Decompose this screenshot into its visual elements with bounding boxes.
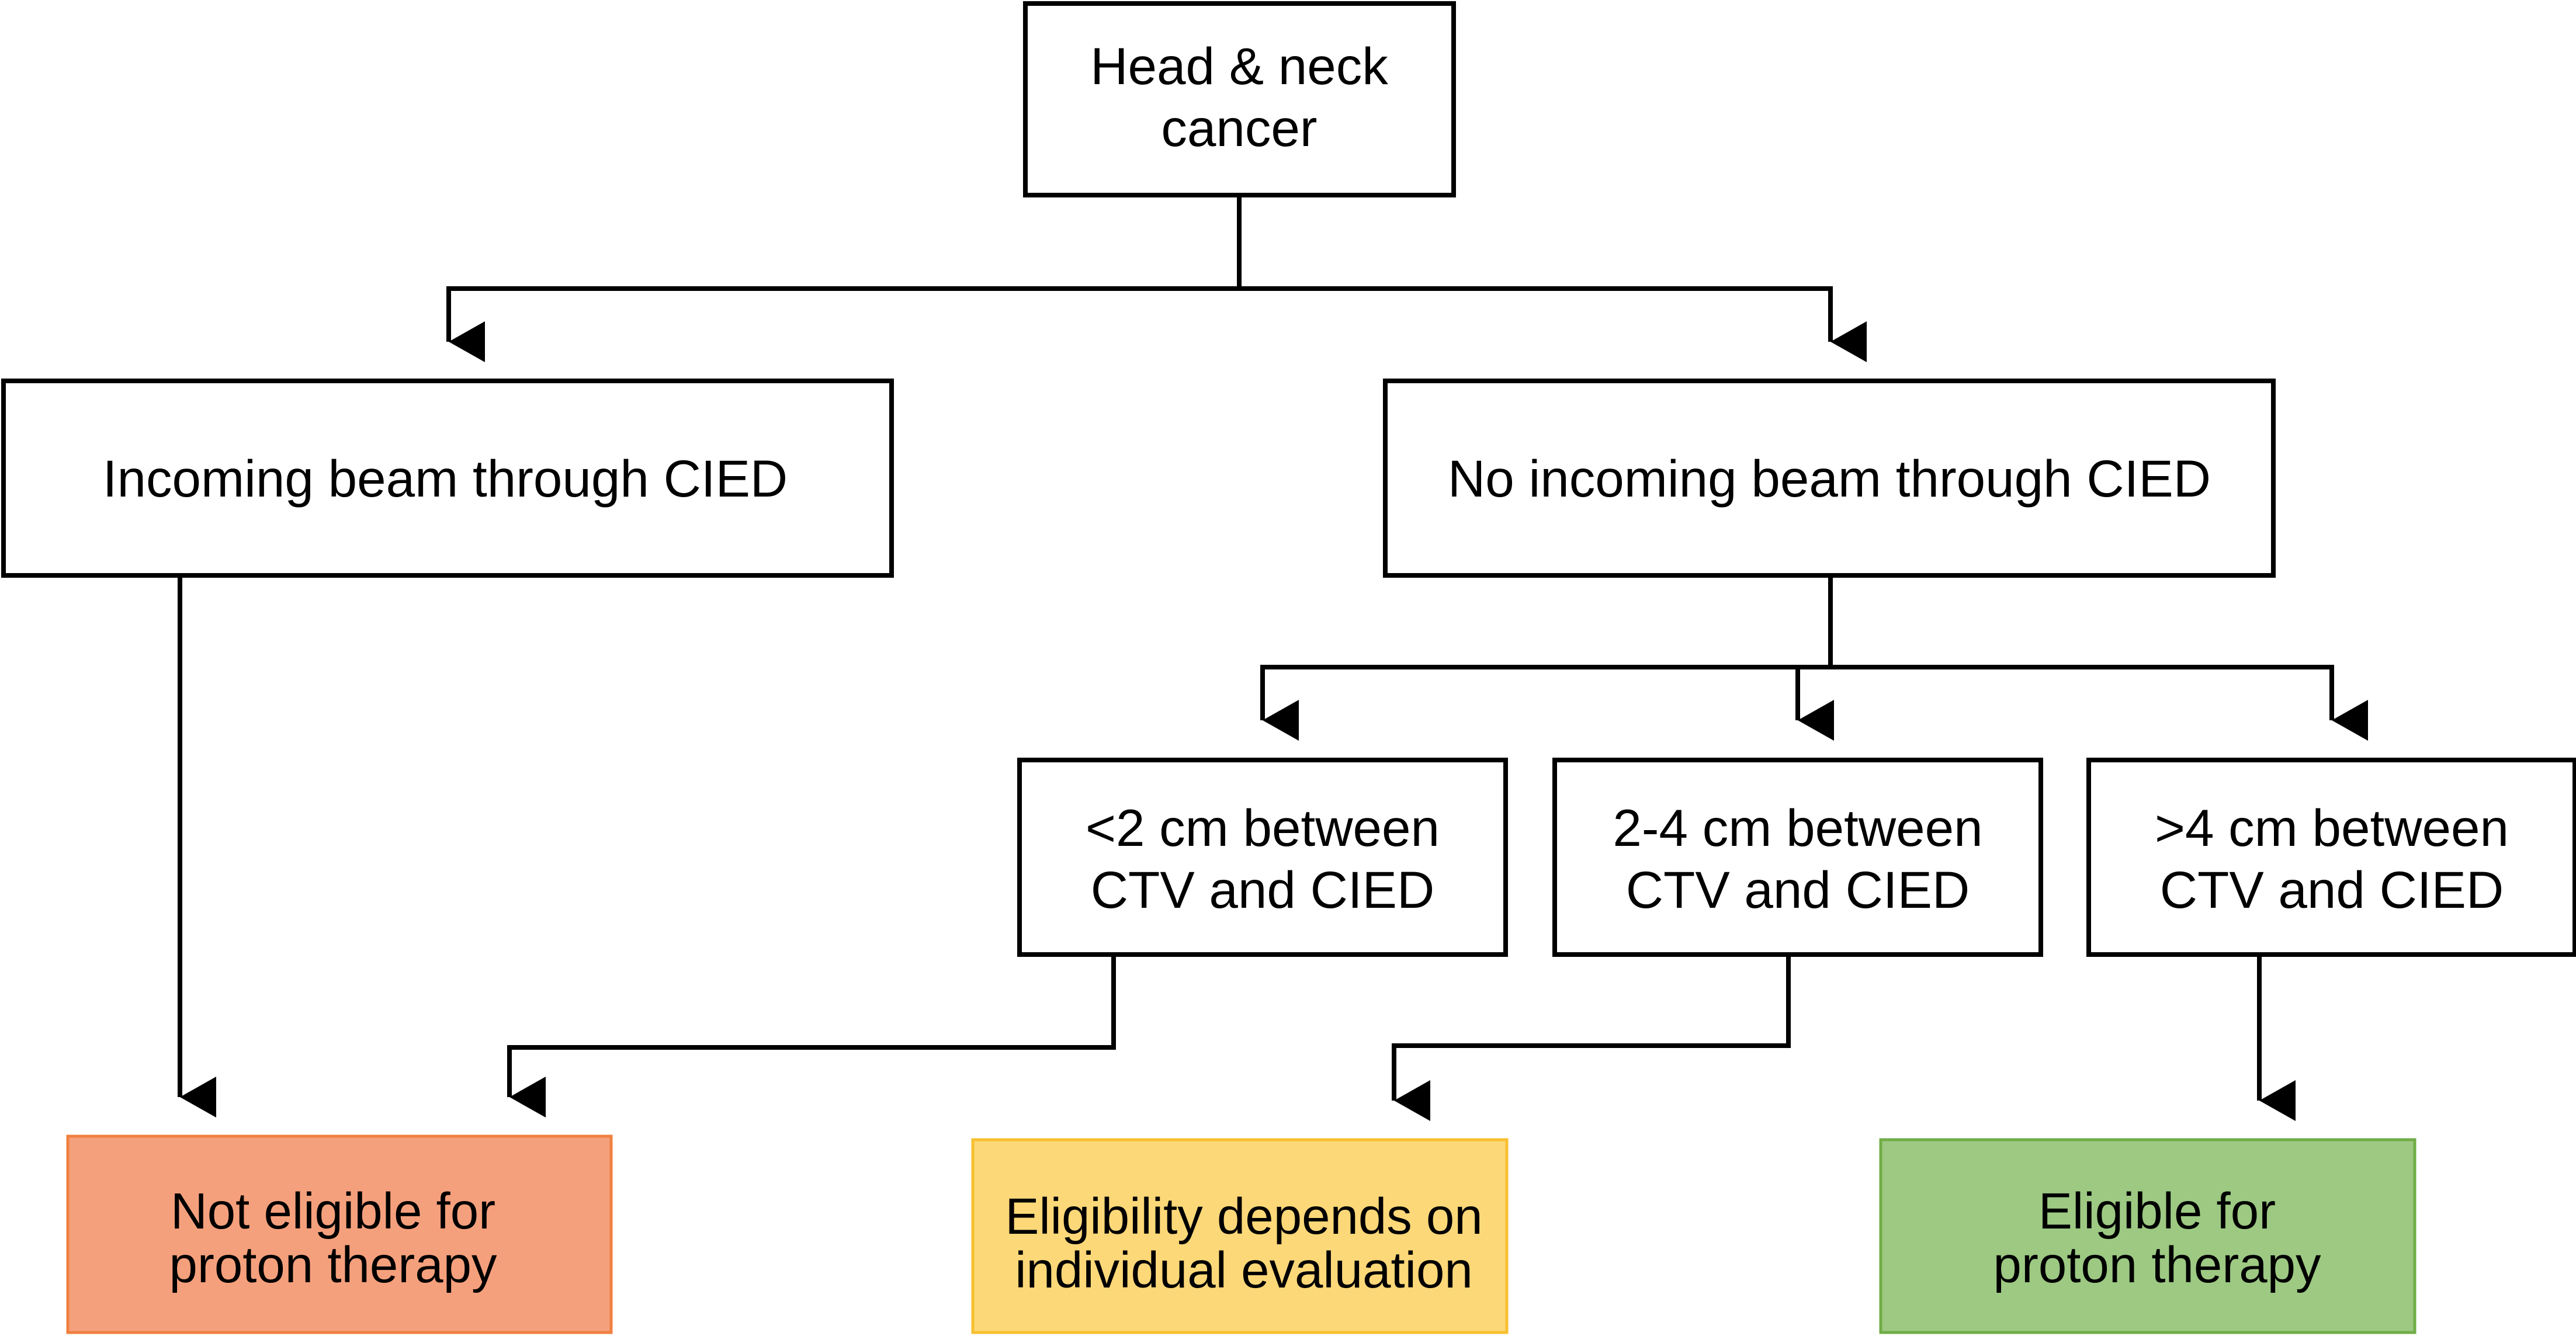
node-no-incoming-beam-through-cied-label: No incoming beam through CIED — [1448, 449, 2211, 508]
outcome-eligible-line1: Eligible for — [2038, 1183, 2276, 1240]
outcome-not-eligible-line2: proton therapy — [169, 1237, 497, 1293]
node-gt4-cm: >4 cm between CTV and CIED — [2086, 758, 2576, 957]
node-2-4-cm: 2-4 cm between CTV and CIED — [1552, 758, 2043, 957]
outcome-not-eligible-line1: Not eligible for — [171, 1183, 495, 1240]
node-lt2-cm-line1: <2 cm between — [1086, 799, 1440, 857]
arrow-mid-to-depends — [1392, 956, 1791, 1121]
node-lt2-cm-line2: CTV and CIED — [1091, 860, 1435, 919]
node-no-incoming-beam-through-cied: No incoming beam through CIED — [1383, 379, 2276, 578]
node-head-neck-cancer-line1: Head & neck — [1090, 37, 1388, 95]
node-incoming-beam-through-cied: Incoming beam through CIED — [1, 379, 894, 578]
node-incoming-beam-through-cied-label: Incoming beam through CIED — [103, 449, 788, 508]
node-head-neck-cancer-line2: cancer — [1161, 99, 1317, 157]
outcome-depends-line1: Eligibility depends on — [1005, 1188, 1482, 1245]
outcome-eligible-line2: proton therapy — [1993, 1237, 2321, 1293]
outcome-depends-line2: individual evaluation — [1015, 1242, 1473, 1299]
node-lt2-cm: <2 cm between CTV and CIED — [1017, 758, 1508, 957]
arrow-lt2-to-not-eligible — [507, 956, 1116, 1118]
outcome-eligible: Eligible for proton therapy — [1879, 1138, 2416, 1334]
node-head-neck-cancer: Head & neck cancer — [1023, 1, 1456, 197]
node-2-4-cm-line2: CTV and CIED — [1626, 860, 1970, 919]
outcome-depends-on-evaluation: Eligibility depends on individual evalua… — [971, 1138, 1509, 1334]
outcome-not-eligible: Not eligible for proton therapy — [66, 1134, 613, 1334]
node-gt4-cm-line1: >4 cm between — [2155, 799, 2509, 857]
node-2-4-cm-line1: 2-4 cm between — [1613, 799, 1982, 857]
node-gt4-cm-line2: CTV and CIED — [2160, 860, 2504, 919]
